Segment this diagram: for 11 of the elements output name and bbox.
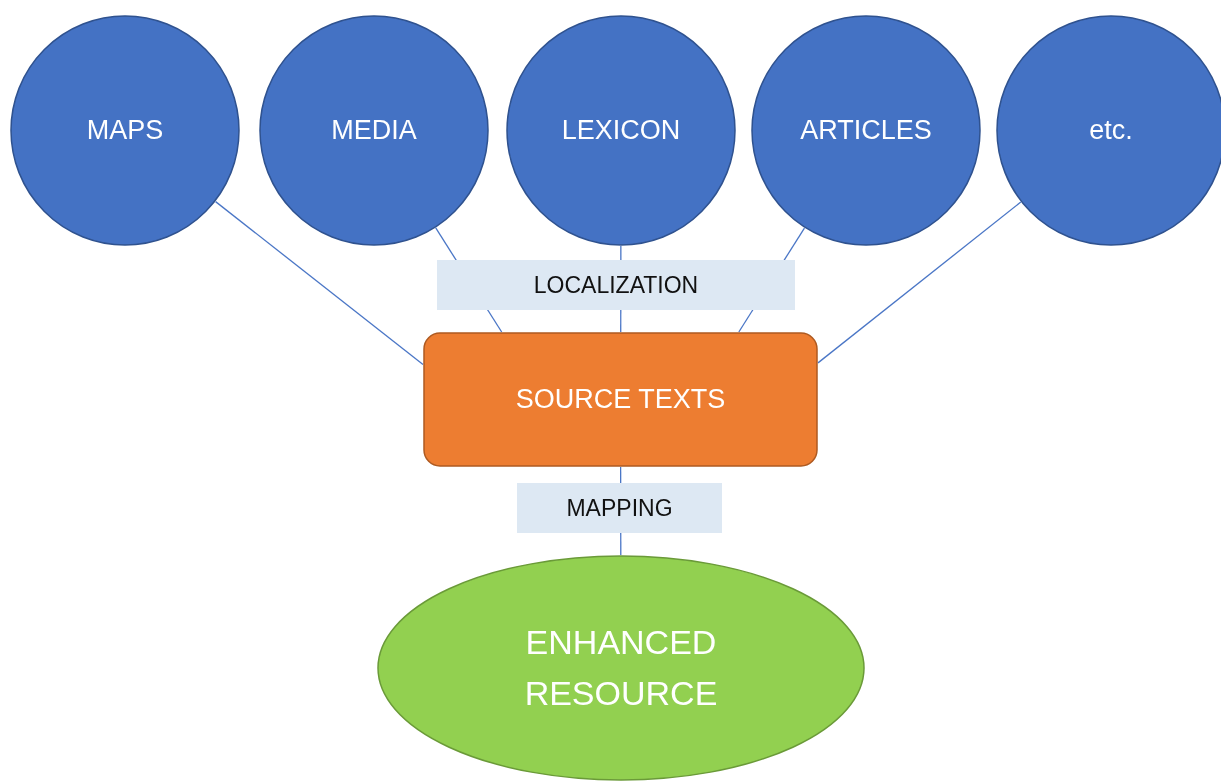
node-label: MEDIA [331,113,417,147]
node-label: etc. [1089,113,1133,147]
connector-line [817,201,1022,364]
node-label: ENHANCED RESOURCE [523,622,719,714]
edge-label: MAPPING [517,483,722,533]
node-label: MAPS [86,113,164,147]
node-label: ARTICLES [800,113,932,147]
edge-label: LOCALIZATION [437,260,795,310]
node-label: LEXICON [561,113,681,147]
node-label: SOURCE TEXTS [515,382,726,416]
connector-line [214,201,424,366]
